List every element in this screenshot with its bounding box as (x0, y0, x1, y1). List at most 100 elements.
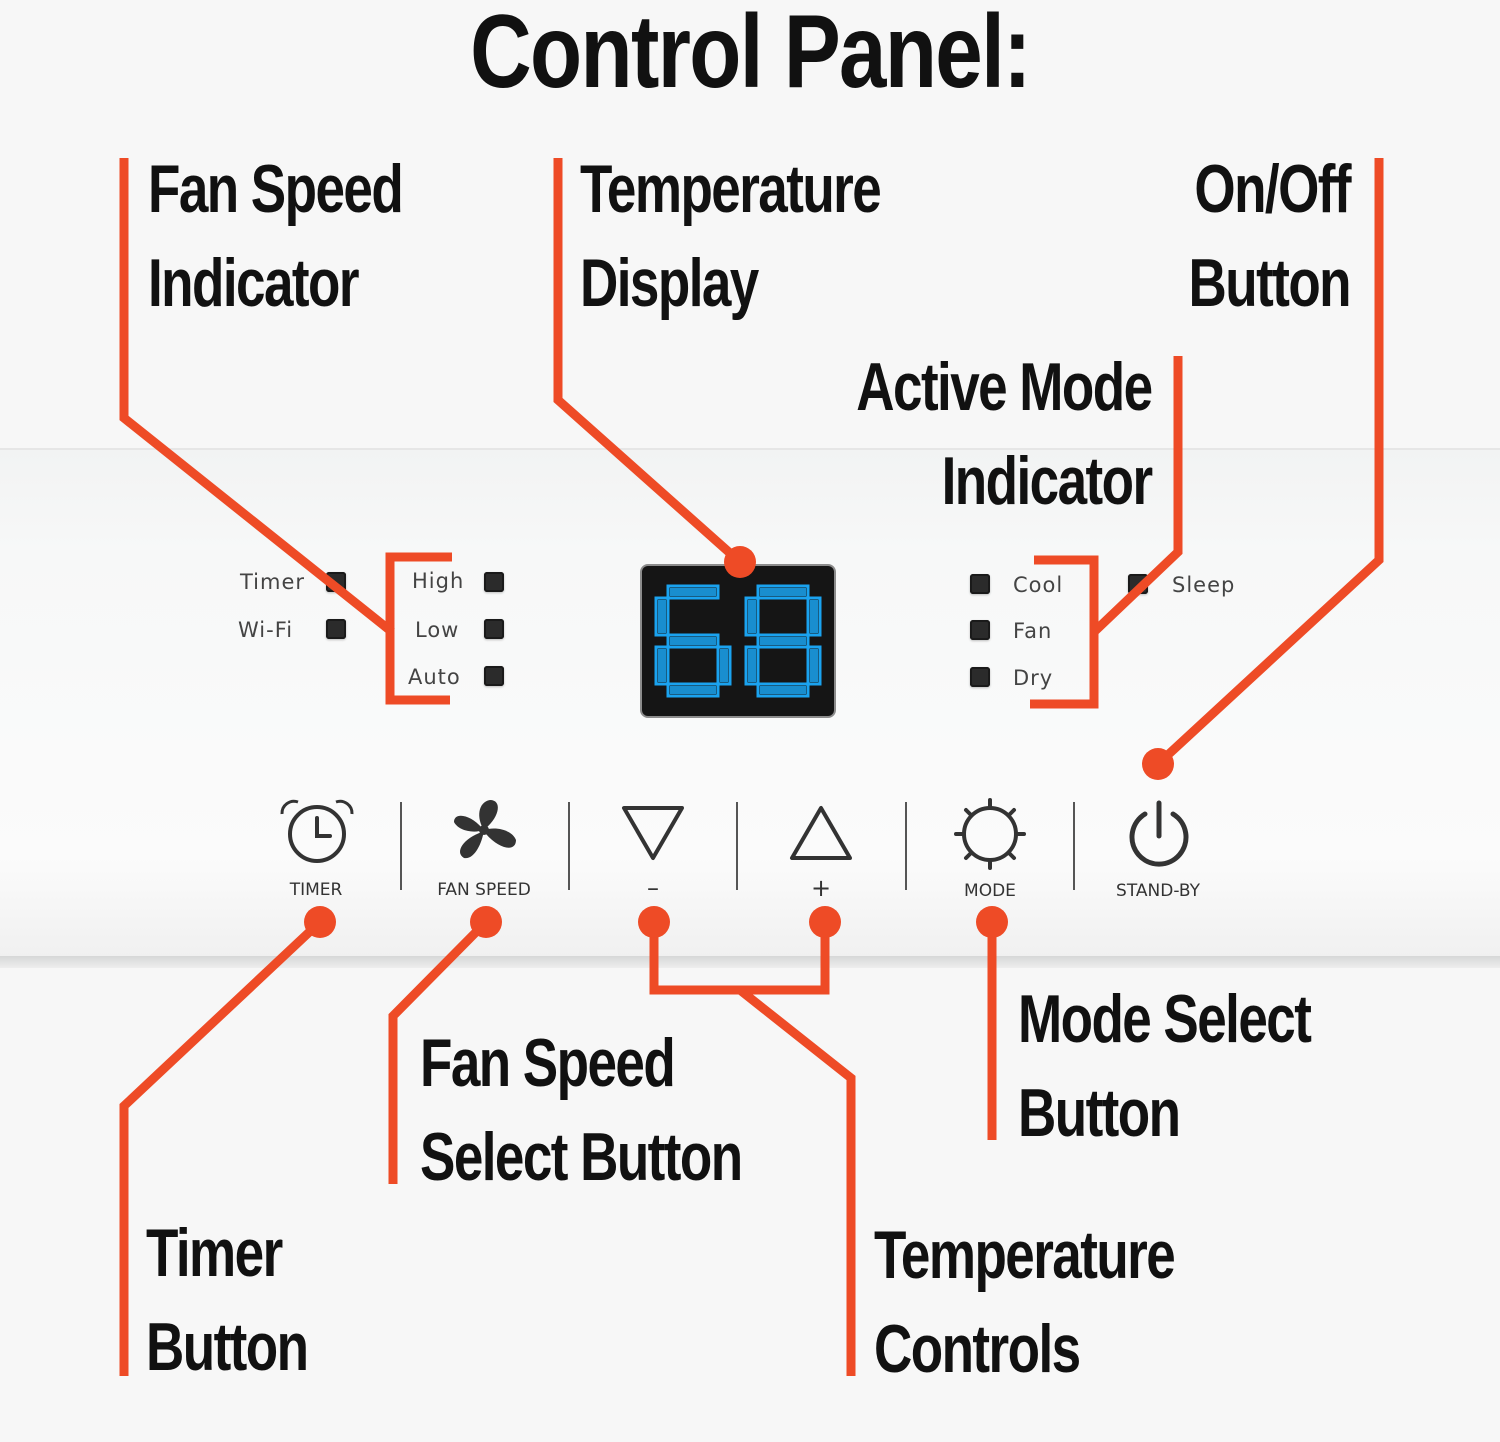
indicator-label-cool: Cool (1013, 573, 1064, 597)
callout-dot (1142, 748, 1174, 780)
digit-segment (744, 596, 760, 637)
callout-line: Button (1188, 245, 1352, 321)
indicator-label-dry: Dry (1013, 666, 1054, 690)
callout-line: Fan Speed (420, 1025, 676, 1101)
indicator-led-low (484, 619, 504, 639)
diagram-title: Control Panel: (470, 0, 1031, 110)
digit-segment (756, 584, 810, 600)
indicator-label-auto: Auto (408, 665, 461, 689)
digit-segment-fill (760, 588, 806, 596)
callout-dot (976, 906, 1008, 938)
button-separator (1073, 802, 1075, 890)
callout-dot (809, 906, 841, 938)
leader-on-off-button (1154, 158, 1384, 768)
indicator-label-high: High (412, 569, 465, 593)
mode-button-label[interactable]: MODE (964, 881, 1016, 901)
callout-line: Button (1018, 1075, 1181, 1151)
callout-line: Select Button (420, 1119, 743, 1195)
alarm-clock-icon[interactable] (276, 796, 358, 868)
bracket-mode (1030, 555, 1099, 709)
digit-segment (654, 596, 670, 637)
callout-line: Mode Select (1018, 981, 1312, 1057)
indicator-led-auto (484, 666, 504, 686)
digit-segment (666, 633, 720, 649)
leader-fan-speed-select-button (388, 918, 490, 1184)
indicator-led-high (484, 572, 504, 592)
temp-up-button-label[interactable]: + (810, 874, 832, 902)
digit-segment-fill (748, 600, 756, 633)
digit-segment-fill (810, 600, 818, 633)
indicator-led-fan (970, 620, 990, 640)
digit-segment-fill (670, 637, 716, 645)
power-icon[interactable] (1124, 798, 1194, 870)
callout-temperature-display: Temperature Display (580, 142, 882, 330)
digit-segment (806, 596, 822, 637)
callout-line: Active Mode (856, 349, 1154, 425)
indicator-label-wifi: Wi-Fi (238, 618, 294, 642)
indicator-label-fan: Fan (1013, 619, 1053, 643)
up-triangle-icon[interactable] (788, 804, 854, 862)
callout-line: On/Off (1194, 151, 1351, 227)
callout-temperature-controls: Temperature Controls (874, 1208, 1176, 1396)
leader-timer-button (119, 918, 324, 1376)
digit-segment-fill (670, 686, 716, 694)
callout-line: Temperature (580, 151, 882, 227)
indicator-label-low: Low (415, 618, 460, 642)
callout-active-mode-indicator: Active Mode Indicator (856, 340, 1154, 528)
fan-icon[interactable] (446, 796, 522, 868)
digit-segment-fill (748, 649, 756, 682)
standby-button-label[interactable]: STAND-BY (1116, 881, 1200, 901)
button-separator (568, 802, 570, 890)
down-triangle-icon[interactable] (620, 804, 686, 862)
callout-timer-button: Timer Button (146, 1206, 309, 1394)
button-separator (400, 802, 402, 890)
button-separator (905, 802, 907, 890)
fan-speed-button-label[interactable]: FAN SPEED (437, 880, 531, 900)
bracket-fan-speed (385, 552, 452, 705)
callout-line: Fan Speed (148, 151, 404, 227)
seven-segment-digits (654, 584, 822, 698)
callout-on-off-button: On/Off Button (1188, 142, 1352, 330)
indicator-label-timer: Timer (240, 570, 306, 594)
timer-button-label[interactable]: TIMER (289, 880, 343, 900)
digit-segment-fill (670, 588, 716, 596)
callout-line: Indicator (942, 443, 1153, 519)
digit-segment (716, 645, 732, 686)
digit-segment-fill (760, 637, 806, 645)
control-panel-edge (0, 956, 1500, 968)
callout-fan-speed-select-button: Fan Speed Select Button (420, 1016, 743, 1204)
indicator-led-dry (970, 667, 990, 687)
digit-segment (654, 645, 670, 686)
callout-dot (304, 906, 336, 938)
indicator-label-sleep: Sleep (1172, 573, 1236, 597)
leader-active-mode-indicator (1090, 356, 1183, 636)
callout-line: Timer (146, 1215, 283, 1291)
digit-segment (756, 682, 810, 698)
temp-down-button-label[interactable]: – (647, 874, 659, 902)
callout-dot (724, 546, 756, 578)
digit-segment-fill (810, 649, 818, 682)
digit-segment (666, 584, 720, 600)
digit-segment-fill (658, 649, 666, 682)
digit-segment-fill (760, 686, 806, 694)
digit-segment-fill (658, 600, 666, 633)
bracket-temperature-controls (649, 922, 830, 995)
callout-line: Temperature (874, 1217, 1176, 1293)
indicator-led-cool (970, 574, 990, 594)
callout-fan-speed-indicator: Fan Speed Indicator (148, 142, 404, 330)
leader-temperature-controls (737, 986, 856, 1376)
digit-segment (806, 645, 822, 686)
digit-segment (756, 633, 810, 649)
digit-segment (666, 682, 720, 698)
digit-segment (744, 645, 760, 686)
sun-icon[interactable] (954, 798, 1026, 870)
temperature-display: 68 (640, 564, 836, 718)
callout-dot (470, 906, 502, 938)
callout-line: Indicator (148, 245, 359, 321)
leader-fan-speed-indicator (119, 158, 395, 636)
digit-segment-fill (720, 649, 728, 682)
button-separator (736, 802, 738, 890)
callout-line: Controls (874, 1311, 1081, 1387)
indicator-led-wifi (326, 619, 346, 639)
